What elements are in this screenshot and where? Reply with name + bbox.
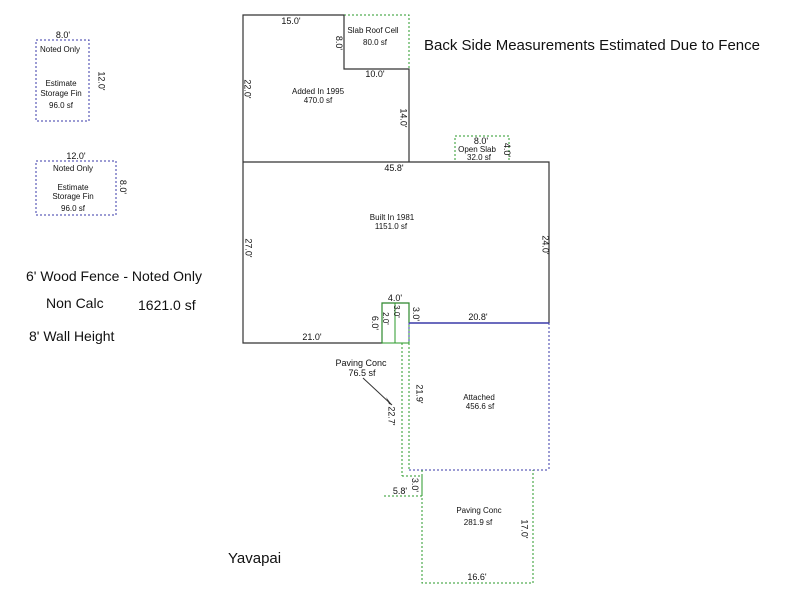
storage1-side-dim: 12.0' — [96, 71, 107, 91]
open-slab-name: Open Slab — [458, 145, 496, 154]
notch-inner1-dim: 2.0' — [380, 312, 390, 325]
paving2-side-dim: 17.0' — [519, 519, 530, 539]
main-house-outline — [243, 161, 550, 323]
storage1-top-dim: 8.0' — [55, 30, 71, 40]
attached-name: Attached — [463, 393, 495, 402]
slab-roof-bottom-dim: 10.0' — [365, 69, 385, 79]
main-top-dim: 45.8' — [384, 163, 404, 173]
main-name: Built In 1981 — [369, 213, 415, 222]
storage2-note: Noted Only — [52, 164, 94, 173]
paving1-leader — [362, 377, 393, 406]
addition-outline — [242, 14, 410, 162]
storage-box-1 — [35, 39, 90, 122]
storage2-side-dim: 8.0' — [118, 179, 129, 195]
paving2-outline — [421, 470, 534, 584]
addition-left-dim: 22.0' — [242, 79, 253, 99]
slab-roof-area: 80.0 sf — [362, 38, 388, 47]
open-slab-area: 32.0 sf — [466, 153, 492, 162]
attached-area: 456.6 sf — [465, 402, 495, 411]
storage2-name2: Storage Fin — [52, 192, 94, 201]
paving2-step-v-dim: 3.0' — [410, 477, 421, 493]
storage2-top-dim: 12.0' — [66, 151, 86, 161]
addition-name: Added In 1995 — [291, 87, 345, 96]
notch-left-dim: 6.0' — [370, 315, 381, 331]
main-bottom-dim: 21.0' — [302, 332, 322, 342]
main-area: 1151.0 sf — [374, 222, 408, 231]
storage1-name2: Storage Fin — [40, 89, 82, 98]
paving2-step-h-dim: 5.8' — [392, 486, 408, 496]
paving2-area: 281.9 sf — [463, 518, 493, 527]
main-right-dim: 24.0' — [540, 235, 551, 255]
open-slab-top-dim: 8.0' — [473, 136, 489, 146]
storage1-note: Noted Only — [39, 45, 81, 54]
paving1-area: 76.5 sf — [348, 368, 376, 378]
paving2-step — [382, 476, 423, 497]
non-calc-label: Non Calc — [46, 295, 104, 311]
header-note: Back Side Measurements Estimated Due to … — [424, 37, 760, 54]
addition-area: 470.0 sf — [303, 96, 333, 105]
open-slab-side-dim: 4.0' — [502, 142, 513, 158]
paving1-name: Paving Conc — [335, 358, 387, 368]
addition-right-dim: 14.0' — [398, 108, 409, 128]
slab-roof-side-dim: 8.0' — [334, 35, 345, 51]
county-label: Yavapai — [228, 550, 282, 567]
paving1-diag-dim: 22.7' — [386, 406, 397, 426]
non-calc-area: 1621.0 sf — [138, 297, 196, 313]
attached-left-dim: 21.9' — [414, 384, 425, 404]
slab-roof-name: Slab Roof Cell — [347, 26, 399, 35]
notch-right-dim: 3.0' — [411, 306, 422, 322]
attached-top-dim: 20.8' — [468, 312, 488, 322]
addition-top-dim: 15.0' — [281, 16, 301, 26]
storage-box-2 — [35, 160, 117, 216]
paving2-name: Paving Conc — [456, 506, 502, 515]
storage1-name1: Estimate — [45, 79, 77, 88]
storage1-area: 96.0 sf — [48, 101, 74, 110]
wall-height-note: 8' Wall Height — [29, 328, 115, 344]
storage2-area: 96.0 sf — [60, 204, 86, 213]
paving2-bottom-dim: 16.6' — [467, 572, 487, 582]
paving1-arrowhead — [386, 397, 392, 405]
slab-roof-outline — [344, 14, 410, 69]
notch-top-dim: 4.0' — [387, 293, 403, 303]
fence-note: 6' Wood Fence - Noted Only — [26, 268, 202, 284]
main-left-dim: 27.0' — [243, 238, 254, 258]
notch-inner2-dim: 3.0' — [391, 305, 401, 318]
storage2-name1: Estimate — [57, 183, 89, 192]
